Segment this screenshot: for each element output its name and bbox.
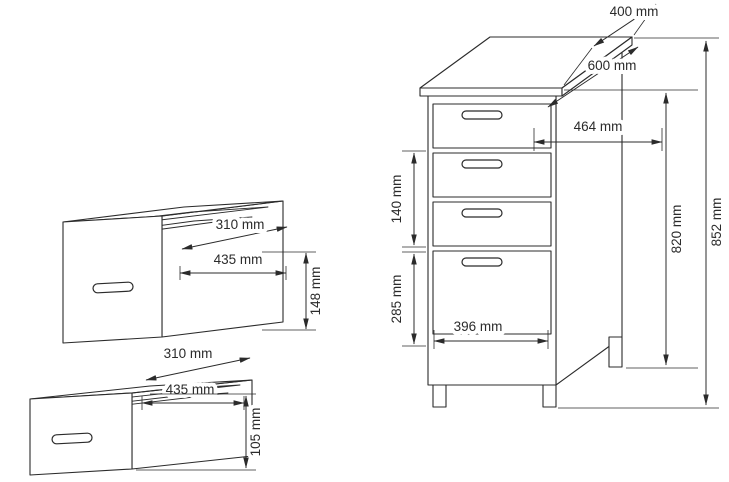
cabinet-side-panel bbox=[555, 47, 623, 386]
cabinet-handle-1 bbox=[461, 110, 503, 120]
cabinet-handle-3 bbox=[461, 208, 503, 218]
label-cabinet-lower-drawer-height: 285 mm bbox=[389, 275, 404, 324]
cabinet-front-right-leg bbox=[542, 384, 557, 408]
countertop-front-edge bbox=[419, 87, 563, 97]
label-cabinet-top-depth: 400 mm bbox=[610, 4, 659, 19]
label-bottom-drawer-depth: 310 mm bbox=[164, 346, 213, 361]
dim-cabinet-drawer-height: 140 mm bbox=[385, 150, 426, 248]
top-drawer-handle bbox=[92, 281, 134, 294]
dim-cabinet-upper-width: 464 mm bbox=[533, 115, 663, 151]
dim-cabinet-inner-width: 396 mm bbox=[433, 315, 549, 349]
label-cabinet-upper-width: 464 mm bbox=[574, 119, 623, 134]
cabinet-front-left-leg bbox=[432, 384, 447, 408]
cabinet-figure: 400 mm 600 mm 464 mm 140 mm 285 mm bbox=[385, 0, 728, 409]
label-bottom-drawer-width: 435 mm bbox=[166, 382, 215, 397]
label-top-drawer-width: 435 mm bbox=[214, 252, 263, 267]
label-cabinet-body-height: 820 mm bbox=[669, 205, 684, 254]
dim-bottom-drawer-depth: 310 mm bbox=[145, 342, 251, 381]
dim-top-drawer-front-height: 148 mm bbox=[262, 251, 327, 331]
cabinet-handle-2 bbox=[461, 159, 503, 169]
dim-top-drawer-width: 435 mm bbox=[179, 248, 287, 280]
cabinet-back-leg bbox=[608, 336, 623, 368]
label-top-drawer-depth: 310 mm bbox=[216, 217, 265, 232]
top-drawer-front-panel bbox=[62, 215, 163, 344]
top-drawer-figure: 310 mm 435 mm 148 mm bbox=[62, 200, 327, 344]
dim-cabinet-lower-drawer-height: 285 mm bbox=[385, 251, 426, 347]
dim-cabinet-top-depth: 400 mm bbox=[563, 0, 662, 86]
label-cabinet-top-width: 600 mm bbox=[588, 58, 637, 73]
label-top-drawer-front-height: 148 mm bbox=[308, 267, 323, 316]
dim-bottom-drawer-front-height: 105 mm bbox=[136, 393, 267, 471]
label-bottom-drawer-front-height: 105 mm bbox=[248, 408, 263, 457]
cabinet-handle-4 bbox=[461, 257, 503, 267]
dim-cabinet-body-height: 820 mm bbox=[564, 89, 698, 369]
label-cabinet-inner-width: 396 mm bbox=[454, 319, 503, 334]
label-cabinet-drawer-height: 140 mm bbox=[389, 175, 404, 224]
bottom-drawer-figure: 310 mm 435 mm 105 mm bbox=[29, 342, 267, 476]
label-cabinet-total-height: 852 mm bbox=[709, 198, 724, 247]
dim-cabinet-top-width: 600 mm bbox=[547, 46, 640, 108]
dim-cabinet-total-height: 852 mm bbox=[558, 37, 728, 409]
dim-top-drawer-depth: 310 mm bbox=[181, 213, 288, 250]
bottom-drawer-handle bbox=[51, 432, 93, 445]
